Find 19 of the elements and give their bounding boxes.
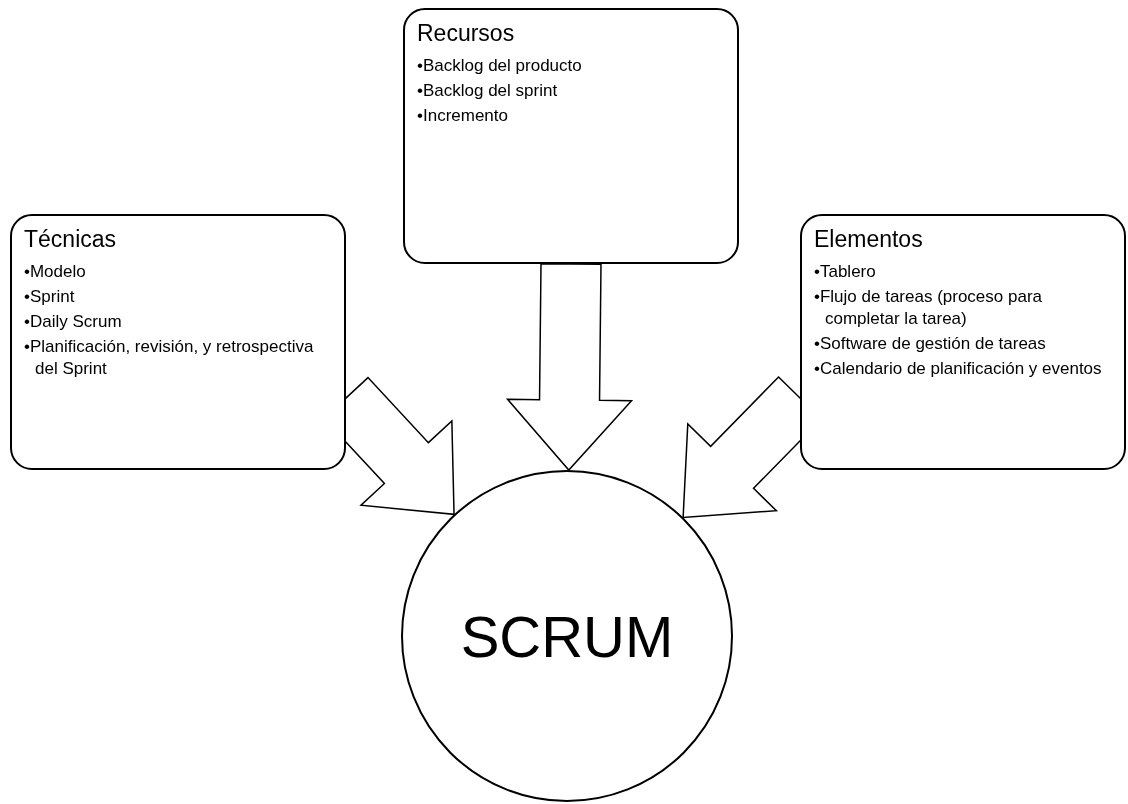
bullet-item: •Tablero [814,261,877,283]
bullet-item: •Calendario de planificación y eventos [814,358,1103,381]
bullet-item: •Flujo de tareas (proceso para completar la tarea) [814,286,1043,331]
rounded-box [800,214,1126,470]
rounded-box [10,214,346,470]
bullet-item: •Daily Scrum [24,311,123,334]
bullet-item: •Planificación, revisión, y retrospectiva del Sprint [24,336,315,381]
rounded-box [403,8,739,264]
node-title: SCRUM [460,602,674,670]
box-heading: Recursos [417,20,516,47]
box-heading: Elementos [814,226,924,253]
bullet-item: •Incremento [417,105,509,128]
box-heading: Técnicas [24,226,118,253]
block-arrow [505,262,634,472]
bullet-item: •Backlog del sprint [417,80,559,103]
bullet-item: •Sprint [24,286,76,309]
bullet-item: •Backlog del producto [417,55,583,77]
bullet-item: •Software de gestión de tareas [814,333,1047,356]
bullet-item: •Modelo [24,261,87,283]
